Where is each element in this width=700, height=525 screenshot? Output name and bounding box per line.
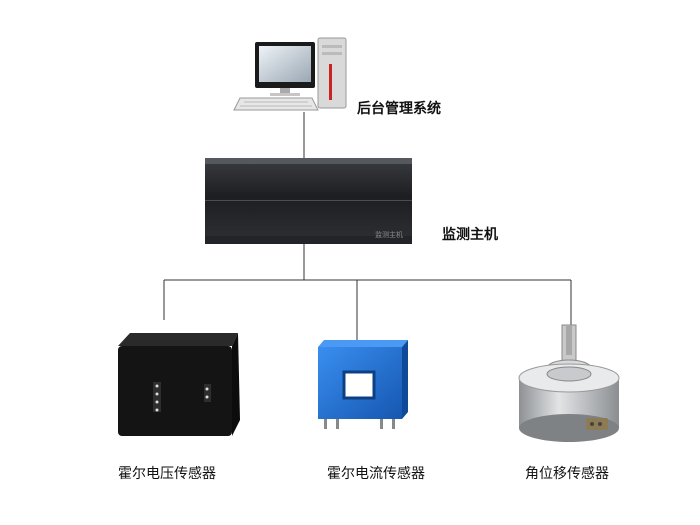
host-plate-text: 监测主机 xyxy=(375,231,403,239)
angle-sensor-label: 角位移传感器 xyxy=(525,466,609,482)
current-sensor-label: 霍尔电流传感器 xyxy=(327,466,425,482)
voltage-sensor-label: 霍尔电压传感器 xyxy=(118,466,216,482)
host-label: 监测主机 xyxy=(442,227,498,243)
backend-label: 后台管理系统 xyxy=(357,101,441,117)
